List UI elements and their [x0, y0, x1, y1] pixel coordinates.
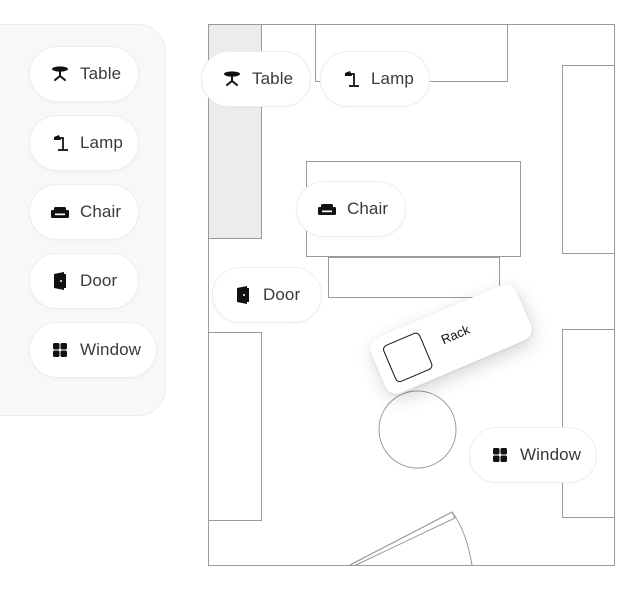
door-icon — [50, 271, 70, 291]
window-icon — [490, 445, 510, 465]
palette-item-label: Door — [80, 271, 118, 290]
lamp-icon — [50, 133, 70, 153]
right-lower-cabinet[interactable] — [562, 329, 615, 518]
palette-item-label: Chair — [80, 202, 122, 221]
palette-item-label: Window — [80, 340, 142, 359]
table-icon — [222, 69, 242, 89]
palette-item-window[interactable]: Window — [29, 322, 157, 378]
door-leaf — [349, 511, 456, 566]
round-table[interactable] — [378, 390, 457, 469]
palette-item-table[interactable]: Table — [29, 46, 139, 102]
lamp-icon — [341, 69, 361, 89]
rack-item[interactable]: Rack — [366, 280, 536, 398]
sofa-icon — [50, 202, 70, 222]
placed-item-chair[interactable]: Chair — [296, 181, 406, 237]
placed-item-label: Lamp — [371, 69, 414, 88]
palette-item-label: Table — [80, 64, 122, 83]
rack-label: Rack — [438, 321, 472, 348]
placed-item-table[interactable]: Table — [201, 51, 311, 107]
sofa-icon — [317, 199, 337, 219]
palette-item-chair[interactable]: Chair — [29, 184, 139, 240]
placed-item-label: Table — [252, 69, 294, 88]
rack-square — [381, 331, 434, 384]
placed-item-label: Chair — [347, 199, 389, 218]
placed-item-label: Door — [263, 285, 301, 304]
left-lower-cabinet[interactable] — [208, 332, 262, 521]
placed-item-label: Window — [520, 445, 582, 464]
placed-item-window[interactable]: Window — [469, 427, 597, 483]
right-upper-cabinet[interactable] — [562, 65, 615, 254]
door-icon — [233, 285, 253, 305]
placed-item-door[interactable]: Door — [212, 267, 322, 323]
palette-item-door[interactable]: Door — [29, 253, 139, 309]
table-icon — [50, 64, 70, 84]
palette-item-label: Lamp — [80, 133, 123, 152]
center-bench[interactable] — [328, 257, 500, 298]
palette-item-lamp[interactable]: Lamp — [29, 115, 139, 171]
window-icon — [50, 340, 70, 360]
door-swing — [349, 511, 473, 566]
placed-item-lamp[interactable]: Lamp — [320, 51, 430, 107]
